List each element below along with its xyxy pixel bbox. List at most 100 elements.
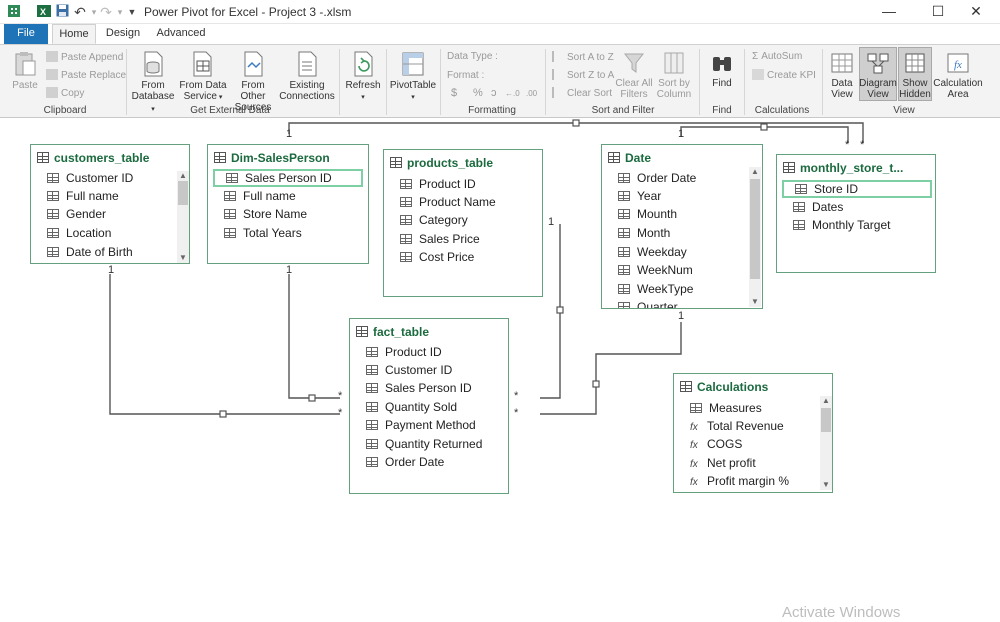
scroll-down-icon[interactable]: ▼ [820, 480, 832, 490]
measure-row[interactable]: fxNet profit [690, 456, 756, 474]
tab-home[interactable]: Home [52, 24, 96, 44]
field-row[interactable]: Customer ID [47, 171, 133, 189]
table-date[interactable]: Date Order Date Year Mounth Month Weekda… [601, 144, 763, 309]
table-fact[interactable]: fact_table Product ID Customer ID Sales … [349, 318, 509, 494]
scroll-thumb[interactable] [178, 181, 188, 205]
decrease-decimal-button[interactable]: .00 [526, 88, 537, 100]
clear-sort-button[interactable]: Clear Sort [552, 87, 612, 100]
find-button[interactable]: Find [703, 51, 741, 89]
table-customers[interactable]: customers_table Customer ID Full name Ge… [30, 144, 190, 264]
ribbon-tabs: File Home Design Advanced [0, 24, 1000, 44]
table-monthly-store[interactable]: monthly_store_t... Store ID Dates Monthl… [776, 154, 936, 273]
excel-icon[interactable]: X [36, 4, 52, 20]
field-row[interactable]: Product ID [366, 345, 442, 363]
field-row-selected[interactable]: Sales Person ID [213, 169, 363, 187]
percent-format-button[interactable]: % [473, 87, 483, 99]
field-row[interactable]: Cost Price [400, 250, 474, 268]
field-row[interactable]: Quantity Sold [366, 400, 457, 418]
minimize-button[interactable]: — [866, 0, 912, 24]
field-row[interactable]: Payment Method [366, 418, 476, 436]
data-type-field[interactable]: Data Type : [447, 51, 498, 63]
from-data-service-label-2: Service [184, 91, 217, 102]
paste-replace-button[interactable]: Paste Replace [46, 69, 126, 82]
pivottable-button[interactable]: PivotTable▾ [389, 51, 437, 103]
table-calculations[interactable]: Calculations Measures fxTotal Revenue fx… [673, 373, 833, 493]
field-row[interactable]: Order Date [618, 171, 696, 189]
field-row[interactable]: Mounth [618, 207, 677, 225]
field-row[interactable]: WeekNum [618, 263, 693, 281]
field-row[interactable]: Date of Birth [47, 245, 133, 263]
field-row[interactable]: Sales Person ID [366, 381, 472, 399]
autosum-button[interactable]: ΣAutoSum [752, 51, 802, 63]
from-data-service-button[interactable]: From Data Service ▾ [178, 51, 228, 103]
table-scrollbar[interactable]: ▲ ▼ [177, 171, 189, 263]
diagram-view-button[interactable]: Diagram View [859, 51, 897, 100]
field-row-selected[interactable]: Store ID [782, 180, 932, 198]
field-row[interactable]: Order Date [366, 455, 444, 473]
from-other-sources-button[interactable]: From Other Sources [228, 51, 278, 113]
measure-row[interactable]: fxTotal Revenue [690, 419, 784, 437]
field-row[interactable]: Full name [47, 189, 119, 207]
refresh-button[interactable]: Refresh▾ [343, 51, 383, 103]
field-row[interactable]: Gender [47, 207, 106, 225]
currency-format-button[interactable]: $ [451, 87, 457, 99]
field-row[interactable]: Dates [793, 200, 843, 218]
close-button[interactable]: ✕ [953, 0, 999, 24]
field-row[interactable]: Full name [224, 189, 296, 207]
data-view-button[interactable]: Data View [826, 51, 858, 100]
comma-format-button[interactable]: ɔ [491, 87, 497, 99]
field-row[interactable]: Weekday [618, 245, 687, 263]
field-row[interactable]: WeekType [618, 282, 693, 300]
field-row[interactable]: Location [47, 226, 111, 244]
field-row[interactable]: Category [400, 213, 468, 231]
create-kpi-button[interactable]: Create KPI [752, 69, 816, 82]
clear-all-filters-button[interactable]: Clear All Filters [614, 51, 654, 100]
scroll-thumb[interactable] [750, 179, 760, 279]
existing-connections-button[interactable]: Existing Connections [279, 51, 335, 102]
field-row[interactable]: Quantity Returned [366, 437, 482, 455]
calculation-area-button[interactable]: fx Calculation Area [933, 51, 983, 100]
field-name: Product ID [385, 345, 442, 359]
paste-button[interactable]: Paste [8, 51, 42, 91]
table-scrollbar[interactable]: ▲ ▼ [749, 167, 761, 307]
sort-by-column-button[interactable]: Sort by Column [654, 51, 694, 100]
paste-append-label: Paste Append [61, 52, 123, 63]
field-row[interactable]: Sales Price [400, 232, 480, 250]
format-field[interactable]: Format : [447, 70, 484, 82]
show-hidden-button[interactable]: Show Hidden [898, 51, 932, 100]
measure-row[interactable]: fxProfit margin % [690, 474, 789, 492]
field-row[interactable]: Customer ID [366, 363, 452, 381]
from-database-button[interactable]: From Database ▾ [130, 51, 176, 115]
scroll-up-icon[interactable]: ▲ [749, 167, 761, 177]
field-row[interactable]: Monthly Target [793, 218, 891, 236]
scroll-up-icon[interactable]: ▲ [177, 171, 189, 181]
copy-button[interactable]: Copy [46, 87, 84, 100]
table-products[interactable]: products_table Product ID Product Name C… [383, 149, 543, 297]
scroll-up-icon[interactable]: ▲ [820, 396, 832, 406]
scroll-down-icon[interactable]: ▼ [177, 253, 189, 263]
field-row[interactable]: Year [618, 189, 661, 207]
table-dim-salesperson[interactable]: Dim-SalesPerson Sales Person ID Full nam… [207, 144, 369, 264]
field-row[interactable]: Product Name [400, 195, 496, 213]
field-row[interactable]: Total Years [224, 226, 302, 244]
sort-a-z-button[interactable]: Sort A to Z [552, 51, 614, 64]
measure-row[interactable]: fxCOGS [690, 437, 742, 455]
tab-advanced[interactable]: Advanced [152, 24, 210, 44]
customize-toolbar-icon[interactable]: ▼ [124, 4, 140, 20]
tab-file[interactable]: File [4, 24, 48, 44]
field-row[interactable]: Product ID [400, 177, 476, 195]
field-row[interactable]: Month [618, 226, 670, 244]
paste-append-button[interactable]: Paste Append [46, 51, 123, 64]
tab-design[interactable]: Design [100, 24, 146, 44]
diagram-canvas[interactable]: 1 1 * * 1 1 1 1 * * * * customers_table … [0, 118, 1000, 622]
scroll-thumb[interactable] [821, 408, 831, 432]
increase-decimal-button[interactable]: ←.0 [505, 88, 520, 100]
column-icon [618, 302, 630, 309]
sort-z-a-button[interactable]: Sort Z to A [552, 69, 614, 82]
scroll-down-icon[interactable]: ▼ [749, 297, 761, 307]
field-row[interactable]: Store Name [224, 207, 307, 225]
field-row[interactable]: Measures [690, 401, 762, 419]
field-row[interactable]: Quarter [618, 300, 678, 309]
table-scrollbar[interactable]: ▲ ▼ [820, 396, 832, 490]
save-icon[interactable] [54, 4, 70, 20]
